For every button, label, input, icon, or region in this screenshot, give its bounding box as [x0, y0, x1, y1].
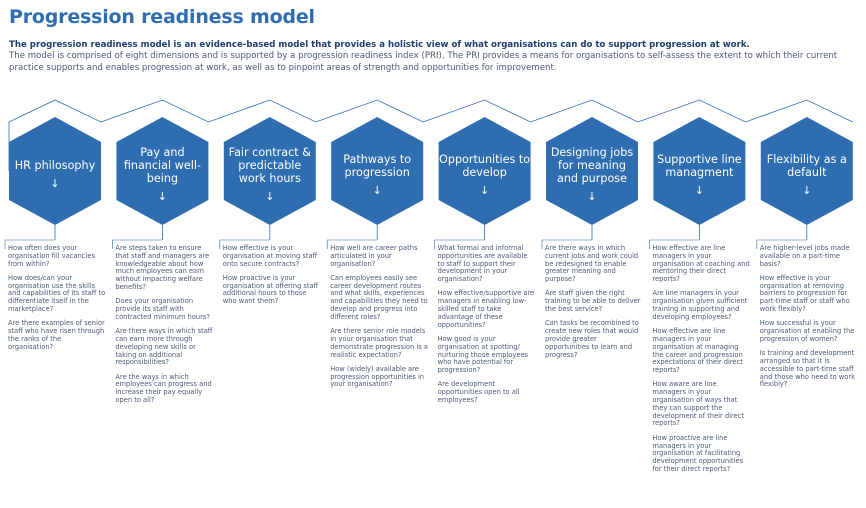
question-list: What formal and informal opportunities a…	[437, 244, 536, 411]
intro-paragraph: The progression readiness model is an ev…	[9, 40, 859, 74]
question-list: Are steps taken to ensure that staff and…	[115, 244, 213, 411]
question-item: How effective are line managers in your …	[652, 327, 743, 375]
question-item: How proactive is your organisation at of…	[222, 273, 319, 306]
question-item: Are staff given the right training to be…	[545, 289, 641, 314]
question-list: Are there ways in which current jobs and…	[545, 244, 643, 366]
question-item: Are there ways in which staff can earn m…	[115, 327, 213, 367]
dimension-label: Fair contract & predictable work hours	[228, 146, 311, 185]
arrow-down-icon: ↓	[157, 190, 167, 203]
dimension-label: Flexibility as a default	[766, 152, 847, 179]
question-item: Are the ways in which employees can prog…	[115, 372, 212, 405]
dimension-label: Pathways to progression	[343, 152, 412, 179]
dimension-label: Supportive line managment	[657, 152, 742, 179]
question-item: How well are career paths articulated in…	[330, 244, 418, 268]
question-item: How effective/supportive are managers in…	[437, 289, 535, 329]
question-item: Are steps taken to ensure that staff and…	[115, 244, 210, 291]
question-item: How effective is your organisation at re…	[759, 273, 850, 314]
question-item: How successful is your organisation at e…	[759, 319, 855, 343]
arrow-down-icon: ↓	[694, 183, 704, 197]
intro-bold-text: The progression readiness model is an ev…	[9, 40, 750, 50]
question-list: How effective are line managers in your …	[652, 244, 750, 480]
question-item: How does/can your organisation use the s…	[8, 273, 106, 314]
question-item: How aware are line managers in your orga…	[652, 380, 745, 428]
page-title: Progression readiness model	[9, 6, 315, 28]
dimension-label: Opportunities to develop	[439, 152, 531, 179]
question-list: Are higher-level jobs made available on …	[759, 244, 858, 396]
question-item: Are higher-level jobs made available on …	[759, 244, 850, 268]
question-list: How well are career paths articulated in…	[330, 244, 428, 396]
dimension-label: Pay and financial well-being	[123, 146, 201, 185]
question-item: How effective is your organisation at mo…	[222, 244, 318, 268]
dimension-label: HR philosophy	[14, 159, 96, 172]
question-item: How (widely) available are progression o…	[330, 364, 425, 389]
question-item: Does your organisation provide its staff…	[115, 297, 210, 321]
question-item: How good is your organisation at spottin…	[437, 334, 529, 375]
arrow-down-icon: ↓	[265, 190, 275, 203]
question-item: Are there ways in which current jobs and…	[545, 244, 639, 284]
question-item: What formal and informal opportunities a…	[437, 244, 528, 284]
question-item: Are line managers in your organisation g…	[652, 289, 748, 321]
arrow-down-icon: ↓	[372, 183, 382, 197]
question-list: How often does your organisation fill va…	[8, 244, 106, 358]
question-item: Is training and development arranged so …	[759, 349, 855, 389]
arrow-down-icon: ↓	[802, 183, 812, 197]
arrow-down-icon: ↓	[50, 177, 60, 190]
question-item: How proactive are line managers in your …	[652, 433, 744, 473]
question-list: How effective is your organisation at mo…	[222, 244, 321, 313]
arrow-down-icon: ↓	[587, 190, 597, 203]
question-item: Can tasks be recombined to create new ro…	[545, 319, 639, 359]
question-item: Are there examples of senior staff who h…	[8, 319, 105, 351]
question-item: Are there senior role models in your org…	[330, 327, 428, 359]
question-item: Can employees easily see career developm…	[330, 273, 428, 321]
question-item: Are development opportunities open to al…	[437, 380, 520, 405]
dimension-label: Designing jobs for meaning and purpose	[550, 146, 634, 185]
question-item: How effective are line managers in your …	[652, 244, 750, 284]
arrow-down-icon: ↓	[479, 183, 490, 197]
intro-body-text: The model is comprised of eight dimensio…	[9, 51, 838, 73]
question-item: How often does your organisation fill va…	[8, 244, 95, 268]
